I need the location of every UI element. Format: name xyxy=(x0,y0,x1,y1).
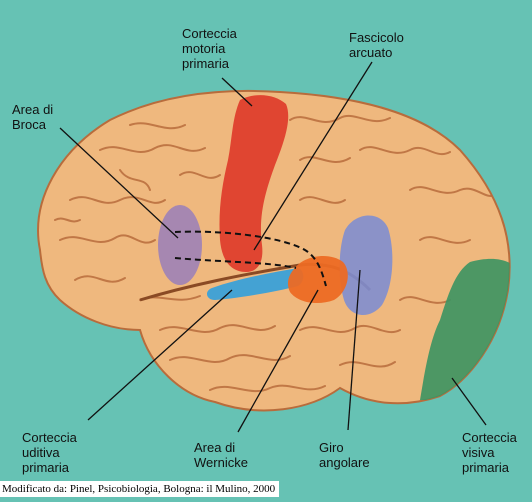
angular-gyrus-region xyxy=(339,215,393,316)
leader-arcuate-fasciculus xyxy=(253,61,373,251)
leader-wernicke xyxy=(237,289,319,433)
label-arcuate-fasciculus: Fascicolo arcuato xyxy=(349,30,404,60)
leader-motor-cortex xyxy=(221,77,253,107)
leader-broca xyxy=(59,127,179,239)
wernicke-area-region xyxy=(287,256,348,304)
arcuate-fasciculus-path-lower xyxy=(174,257,297,269)
label-broca-area: Area di Broca xyxy=(12,102,54,132)
leader-lines xyxy=(59,61,487,433)
label-angular-gyrus: Giro angolare xyxy=(319,440,370,470)
leader-visual-cortex xyxy=(451,377,487,426)
label-wernicke-area: Area di Wernicke xyxy=(194,440,248,470)
leader-auditory-cortex xyxy=(87,289,233,421)
label-auditory-cortex: Corteccia uditiva primaria xyxy=(22,430,77,475)
auditory-cortex-region xyxy=(206,268,304,300)
arcuate-fasciculus-path xyxy=(174,230,327,287)
source-credit: Modificato da: Pinel, Psicobiologia, Bol… xyxy=(0,481,280,497)
label-visual-cortex: Corteccia visiva primaria xyxy=(462,430,517,475)
leader-angular-gyrus xyxy=(347,269,361,431)
motor-cortex-region xyxy=(219,95,289,272)
broca-area-region xyxy=(158,205,202,285)
label-motor-cortex: Corteccia motoria primaria xyxy=(182,26,237,71)
